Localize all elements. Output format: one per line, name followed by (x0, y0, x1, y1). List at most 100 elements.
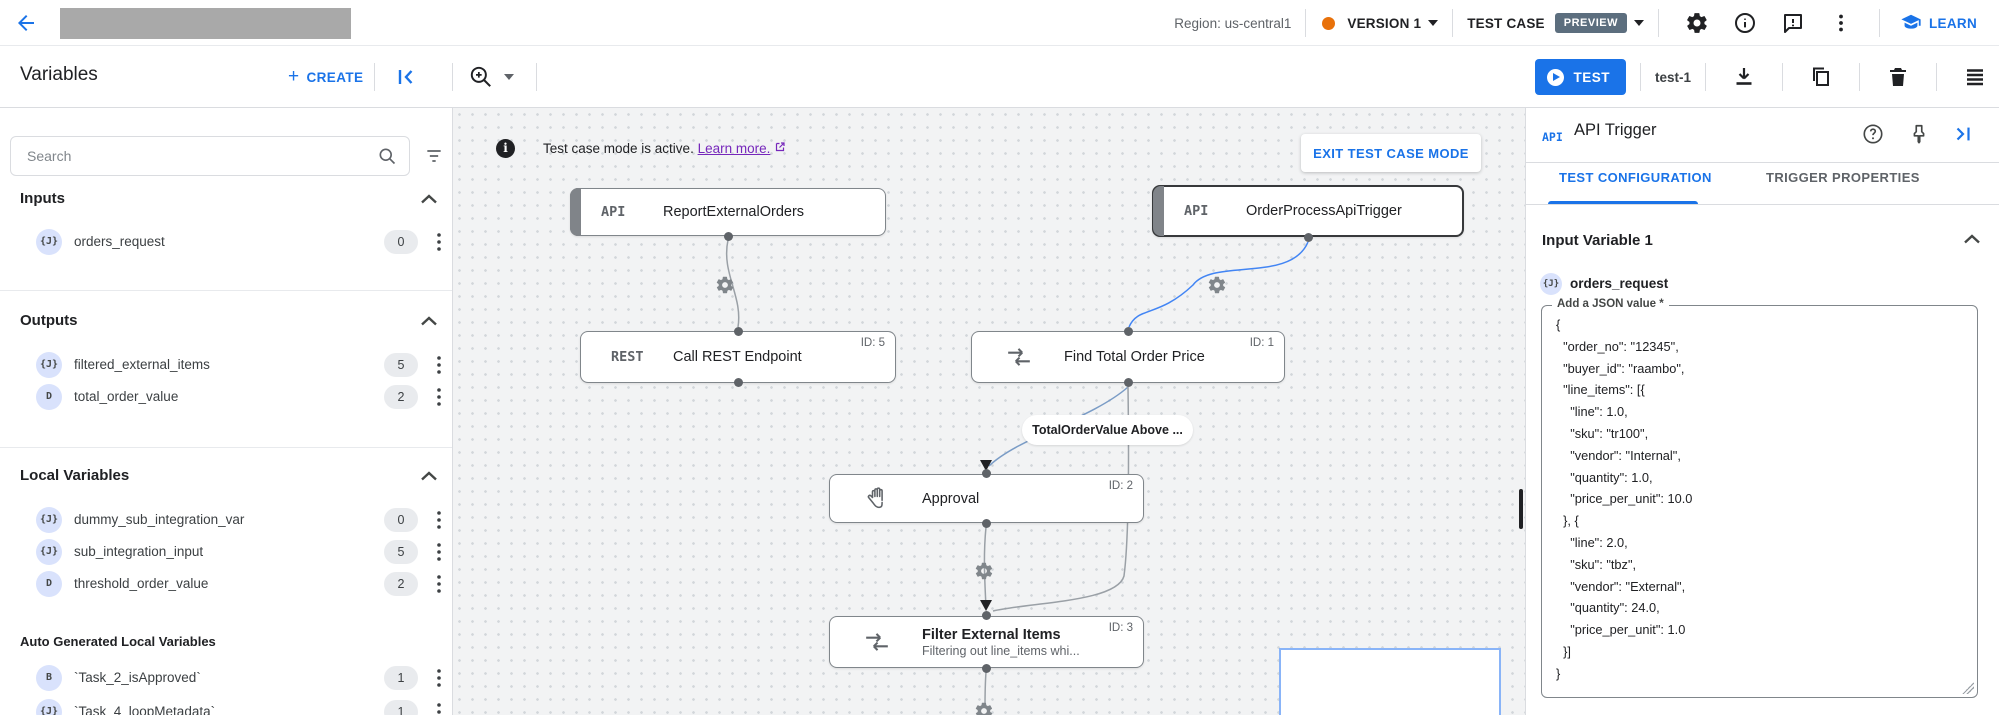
api-trigger-badge: API (601, 204, 626, 220)
connector-dot[interactable] (734, 378, 743, 387)
variable-row[interactable]: {J} dummy_sub_integration_var 0 (0, 505, 452, 535)
chevron-up-icon[interactable] (420, 314, 438, 328)
variable-row[interactable]: {J} filtered_external_items 5 (0, 350, 452, 380)
api-trigger-config-panel: API API Trigger TEST CONFIGURATION TRIGG… (1525, 108, 1999, 715)
divider (1526, 204, 1999, 205)
var-name: threshold_order_value (74, 576, 209, 591)
rest-task-badge: REST (611, 349, 644, 365)
delete-icon[interactable] (1886, 65, 1910, 89)
node-filter-external-items[interactable]: Filter External Items Filtering out line… (829, 616, 1144, 668)
variable-row[interactable]: B `Task_2_isApproved` 1 (0, 663, 452, 693)
zoom-in-icon (470, 66, 491, 87)
node-title: OrderProcessApiTrigger (1246, 203, 1402, 219)
chevron-down-icon[interactable] (1634, 20, 1644, 26)
more-vert-icon[interactable] (430, 231, 448, 253)
feedback-icon[interactable] (1781, 11, 1805, 35)
collapse-right-icon[interactable] (1952, 123, 1974, 145)
more-vert-icon[interactable] (1829, 11, 1853, 35)
divider (0, 290, 452, 291)
top-bar: Region: us-central1 VERSION 1 TEST CASE … (0, 0, 1999, 46)
create-label: CREATE (306, 69, 364, 85)
settings-icon[interactable] (1685, 11, 1709, 35)
connector-dot[interactable] (982, 664, 991, 673)
test-mode-banner: Test case mode is active. Learn more. (543, 141, 786, 156)
pin-icon[interactable] (1908, 123, 1930, 145)
connector-dot[interactable] (982, 519, 991, 528)
data-mapping-icon (866, 633, 888, 651)
more-vert-icon[interactable] (430, 354, 448, 376)
download-icon[interactable] (1732, 65, 1756, 89)
more-vert-icon[interactable] (430, 573, 448, 595)
tab-trigger-properties[interactable]: TRIGGER PROPERTIES (1766, 170, 1920, 185)
more-vert-icon[interactable] (430, 541, 448, 563)
search-icon[interactable] (377, 146, 397, 166)
chevron-down-icon[interactable] (1428, 20, 1439, 26)
connector-dot[interactable] (982, 611, 991, 620)
chevron-up-icon[interactable] (420, 192, 438, 206)
filter-sort-icon[interactable] (424, 146, 444, 166)
scrollbar[interactable] (1519, 489, 1523, 529)
node-id: ID: 3 (1108, 622, 1133, 634)
plus-icon: + (288, 66, 300, 87)
menu-icon[interactable] (1963, 65, 1987, 89)
back-icon[interactable] (14, 11, 38, 35)
var-name: dummy_sub_integration_var (74, 512, 245, 527)
var-type-icon-json: {J} (36, 539, 62, 565)
data-mapping-icon (1008, 348, 1030, 366)
node-report-external-orders[interactable]: API ReportExternalOrders (570, 188, 886, 236)
preview-badge: PREVIEW (1554, 13, 1627, 33)
panel-var-name: orders_request (1570, 276, 1669, 291)
help-icon[interactable] (1862, 123, 1884, 145)
resize-handle[interactable] (1962, 682, 1974, 694)
connector-dot[interactable] (1124, 378, 1133, 387)
play-icon (1547, 68, 1565, 86)
more-vert-icon[interactable] (430, 701, 448, 715)
search-box (10, 136, 410, 176)
info-icon[interactable] (1733, 11, 1757, 35)
tab-test-configuration[interactable]: TEST CONFIGURATION (1559, 170, 1712, 185)
variable-row[interactable]: {J} sub_integration_input 5 (0, 537, 452, 567)
test-case-name[interactable]: test-1 (1654, 69, 1691, 85)
variable-row[interactable]: {J} orders_request 0 (0, 227, 452, 257)
json-value-input[interactable]: { "order_no": "12345", "buyer_id": "raam… (1556, 317, 1693, 681)
api-trigger-badge: API (1184, 203, 1209, 219)
chevron-up-icon[interactable] (1963, 232, 1981, 246)
connector-dot[interactable] (1304, 233, 1313, 242)
api-badge: API (1542, 130, 1563, 144)
connector-dot[interactable] (734, 327, 743, 336)
edge-settings-icon[interactable] (974, 701, 994, 715)
integration-canvas[interactable]: i Test case mode is active. Learn more. … (453, 108, 1525, 715)
search-input[interactable] (27, 148, 377, 164)
node-find-total-order-price[interactable]: Find Total Order Price ID: 1 (971, 331, 1285, 383)
more-vert-icon[interactable] (430, 386, 448, 408)
test-label: TEST (1573, 69, 1610, 85)
variable-row[interactable]: {J} `Task_4_loopMetadata` 1 (0, 697, 452, 715)
learn-more-link[interactable]: Learn more. (697, 141, 771, 156)
edge-condition-label[interactable]: TotalOrderValue Above ... (1022, 415, 1193, 445)
edge-settings-icon[interactable] (974, 561, 994, 581)
edge-settings-icon[interactable] (1207, 275, 1227, 295)
version-label[interactable]: VERSION 1 (1347, 15, 1422, 31)
create-button[interactable]: + CREATE (288, 66, 363, 88)
variable-row[interactable]: D total_order_value 2 (0, 382, 452, 412)
learn-link[interactable]: LEARN (1900, 12, 1977, 34)
zoom-menu[interactable] (468, 64, 514, 90)
node-order-process-api-trigger[interactable]: API OrderProcessApiTrigger (1152, 185, 1464, 237)
collapse-panel-icon[interactable] (394, 65, 418, 89)
edge-settings-icon[interactable] (715, 275, 735, 295)
chevron-up-icon[interactable] (420, 469, 438, 483)
connector-dot[interactable] (982, 469, 991, 478)
connector-dot[interactable] (1124, 327, 1133, 336)
connector-dot[interactable] (724, 232, 733, 241)
var-count-badge: 0 (384, 508, 418, 532)
duplicate-icon[interactable] (1809, 65, 1833, 89)
exit-test-case-mode-button[interactable]: EXIT TEST CASE MODE (1301, 134, 1481, 172)
node-approval[interactable]: Approval ID: 2 (829, 474, 1144, 523)
more-vert-icon[interactable] (430, 509, 448, 531)
more-vert-icon[interactable] (430, 667, 448, 689)
test-button[interactable]: TEST (1535, 59, 1626, 95)
section-title-local-variables: Local Variables (20, 467, 130, 484)
variable-row[interactable]: D threshold_order_value 2 (0, 569, 452, 599)
node-call-rest-endpoint[interactable]: REST Call REST Endpoint ID: 5 (580, 331, 896, 383)
variables-toolbar: Variables + CREATE TEST test-1 (0, 46, 1999, 108)
